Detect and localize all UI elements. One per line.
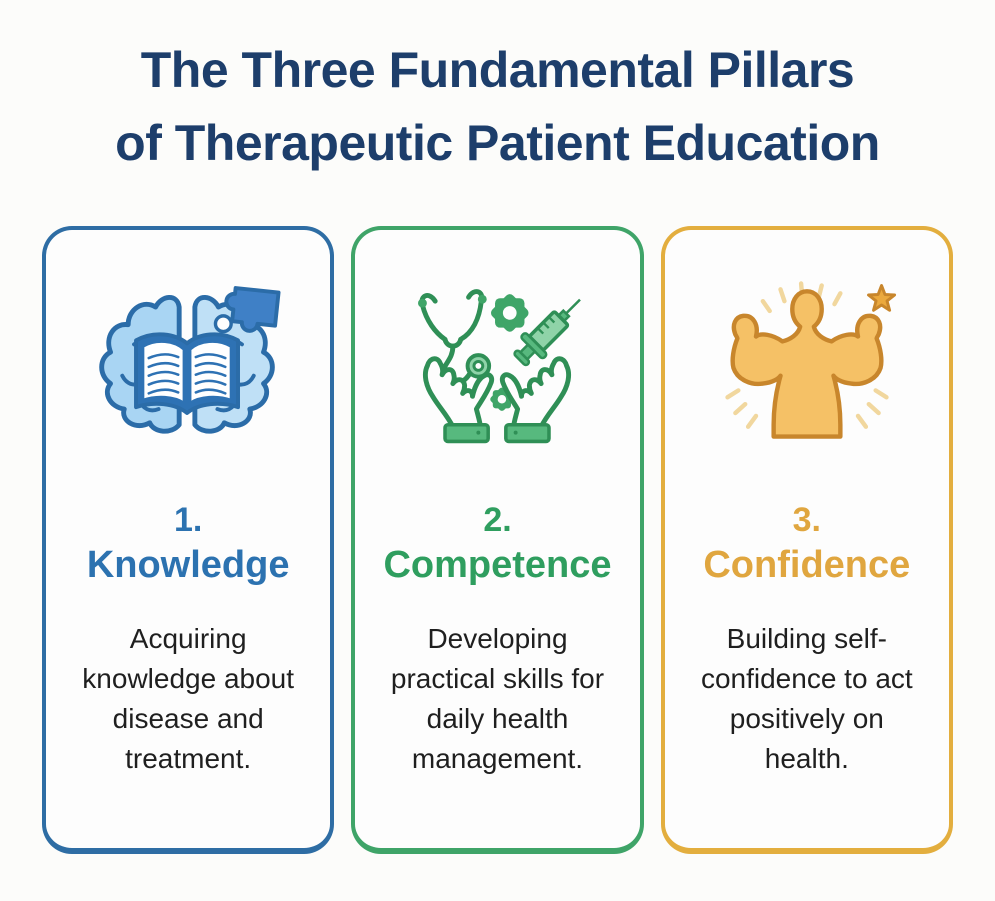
stethoscope-earpiece — [418, 298, 428, 308]
pillar-card-knowledge: 1. Knowledge Acquiring knowledge about d… — [42, 226, 335, 854]
competence-icon-wrap — [394, 260, 600, 462]
confidence-icon-wrap — [704, 260, 910, 462]
left-hand — [423, 356, 495, 444]
pillar-description: Developing practical skills for daily he… — [390, 623, 605, 775]
star — [866, 283, 896, 312]
page-title: The Three Fundamental Pillars of Therape… — [42, 34, 953, 180]
pillar-card-competence: 2. Competence Developing practical skill… — [351, 226, 644, 854]
rays — [725, 281, 889, 429]
brain-book-puzzle-icon — [99, 286, 281, 434]
right-hand — [500, 356, 572, 444]
pillar-cards: 1. Knowledge Acquiring knowledge about d… — [42, 226, 953, 854]
flexing-figure-star-icon — [725, 281, 896, 439]
flexing-figure — [730, 289, 884, 439]
page-title-line1: The Three Fundamental Pillars — [140, 42, 855, 98]
pillar-name: Knowledge — [86, 544, 290, 587]
pillar-description: Building self-confidence to act positive… — [700, 623, 913, 775]
hands-medical-tools-icon — [418, 289, 582, 444]
pillar-name: Confidence — [703, 544, 911, 587]
open-book — [134, 332, 241, 415]
pillar-description: Acquiring knowledge about disease and tr… — [82, 623, 295, 775]
pillar-number: 3. — [792, 501, 821, 539]
syringe — [513, 298, 582, 367]
knowledge-icon-wrap — [85, 260, 291, 462]
gear-large — [491, 294, 530, 332]
stethoscope-earpiece — [478, 294, 488, 304]
pillar-card-confidence: 3. Confidence Building self-confidence t… — [660, 226, 953, 854]
page-title-line2: of Therapeutic Patient Education — [115, 115, 880, 171]
puzzle-piece — [224, 286, 281, 333]
pillar-number: 1. — [173, 501, 203, 539]
pillar-name: Competence — [383, 544, 612, 587]
puzzle-notch — [213, 314, 234, 334]
pillar-number: 2. — [483, 501, 512, 539]
chestpiece-center — [472, 360, 485, 372]
